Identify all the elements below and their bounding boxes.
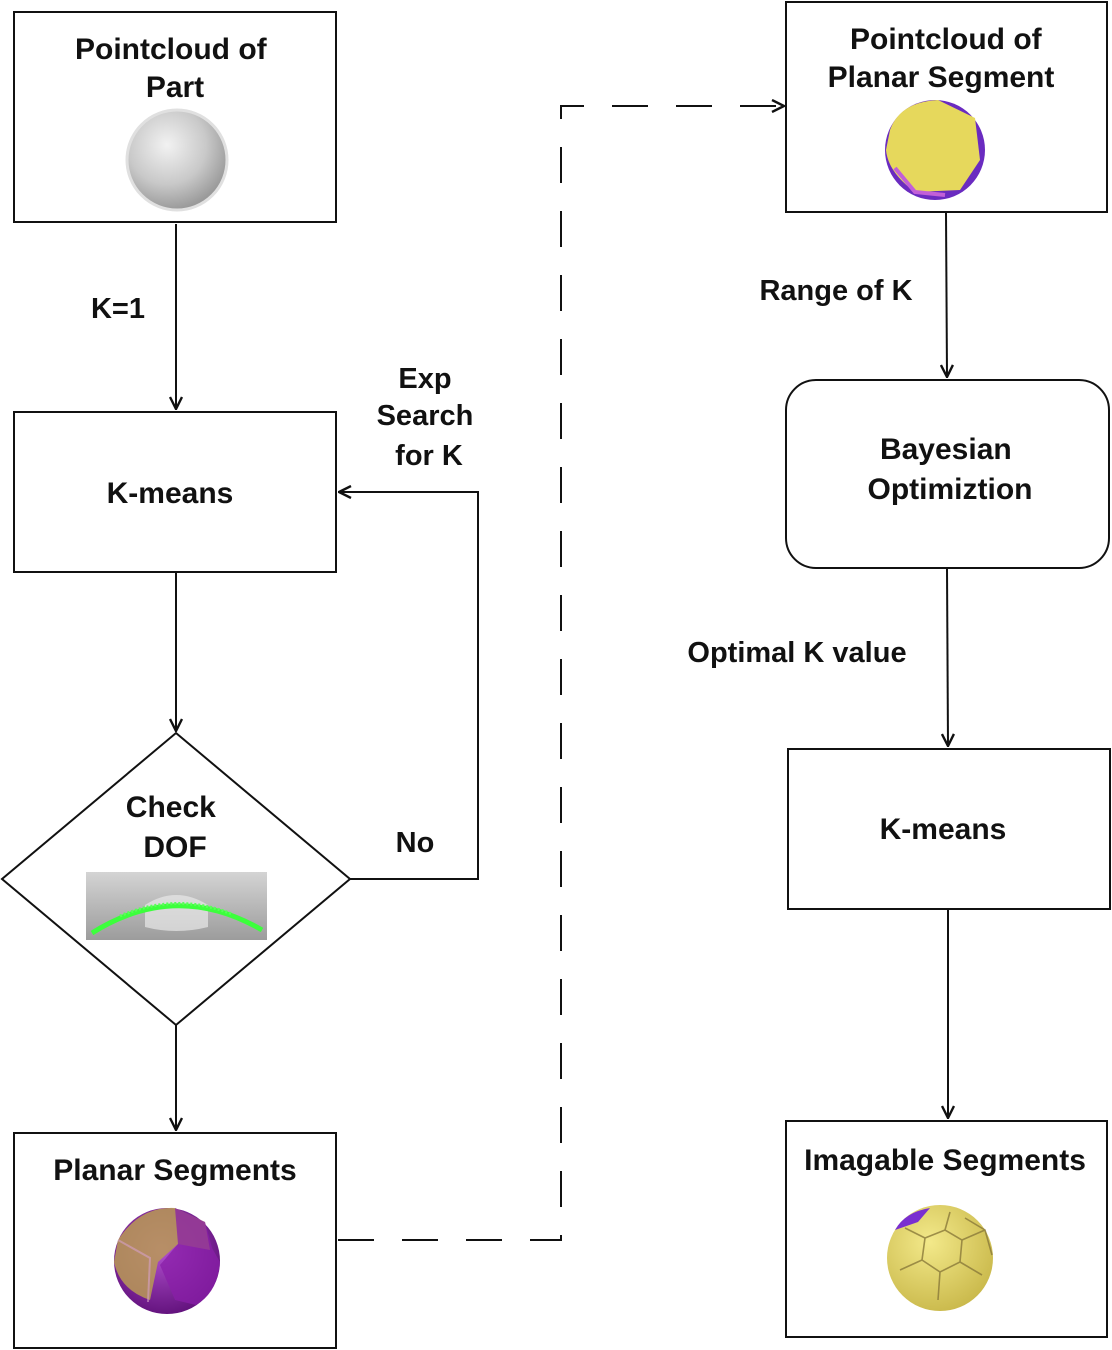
svg-text:Imagable Segments: Imagable Segments [804, 1144, 1086, 1177]
dof-render-image [86, 872, 267, 940]
edge-dashed-link [338, 106, 783, 1241]
planar-segments-sphere-image [114, 1207, 220, 1314]
svg-text:K-means: K-means [107, 477, 234, 510]
svg-text:Planar Segments: Planar Segments [53, 1154, 296, 1187]
imagable-segments-sphere-image [887, 1205, 993, 1311]
edge-label-range-of-k: Range of K [759, 275, 912, 307]
kmeans-left-label: K-means [107, 477, 234, 510]
planar-segment-pointcloud-image [885, 100, 985, 200]
kmeans-right-label: K-means [880, 813, 1007, 846]
node-planar-segments: Planar Segments [13, 1132, 337, 1349]
edge-planar-to-bayesian [946, 212, 947, 376]
svg-text:K-means: K-means [880, 813, 1007, 846]
node-pointcloud-part: Pointcloud of Part [13, 11, 337, 223]
svg-text:Bayesian Optimiztion: Bayesian Optimiztion [868, 433, 1033, 506]
node-kmeans-left: K-means [13, 411, 337, 573]
edge-label-for-k: for K [395, 440, 463, 472]
svg-text:Pointcloud of Planar Seg: Pointcloud of Planar Segment [828, 23, 1055, 94]
pointcloud-part-line-2: Part [146, 71, 204, 104]
node-check-dof: Check DOF [0, 731, 352, 1027]
edge-label-no: No [396, 827, 435, 859]
node-imagable-segments: Imagable Segments [785, 1120, 1108, 1338]
edge-no-loop [340, 492, 479, 880]
pointcloud-part-line-1: Pointcloud of [75, 33, 268, 66]
edge-label-optimal-k: Optimal K value [687, 637, 906, 669]
edge-label-exp: Exp [398, 363, 451, 395]
svg-text:Check DOF: Check DOF [126, 791, 224, 864]
planar-segments-label: Planar Segments [53, 1154, 296, 1187]
check-dof-line-2: DOF [143, 831, 206, 864]
gray-pointcloud-sphere-image [125, 108, 229, 212]
edge-label-k-equals-1: K=1 [91, 293, 145, 325]
edge-bayesian-to-kmeans [947, 568, 948, 745]
node-pointcloud-planar: Pointcloud of Planar Segment [785, 1, 1108, 213]
pointcloud-planar-line-2: Planar Segment [828, 61, 1055, 94]
node-bayesian-optimization: Bayesian Optimiztion [785, 379, 1110, 569]
bayesian-line-1: Bayesian [880, 433, 1012, 466]
check-dof-line-1: Check [126, 791, 216, 824]
node-kmeans-right: K-means [787, 748, 1111, 910]
svg-text:Exp Search for K: Exp Search for K [377, 363, 482, 472]
edge-label-search: Search [377, 400, 474, 432]
bayesian-line-2: Optimiztion [868, 473, 1033, 506]
imagable-segments-label: Imagable Segments [804, 1144, 1086, 1177]
svg-text:Pointcloud of Part: Pointcloud of Part [75, 33, 275, 104]
pointcloud-planar-line-1: Pointcloud of [850, 23, 1043, 56]
